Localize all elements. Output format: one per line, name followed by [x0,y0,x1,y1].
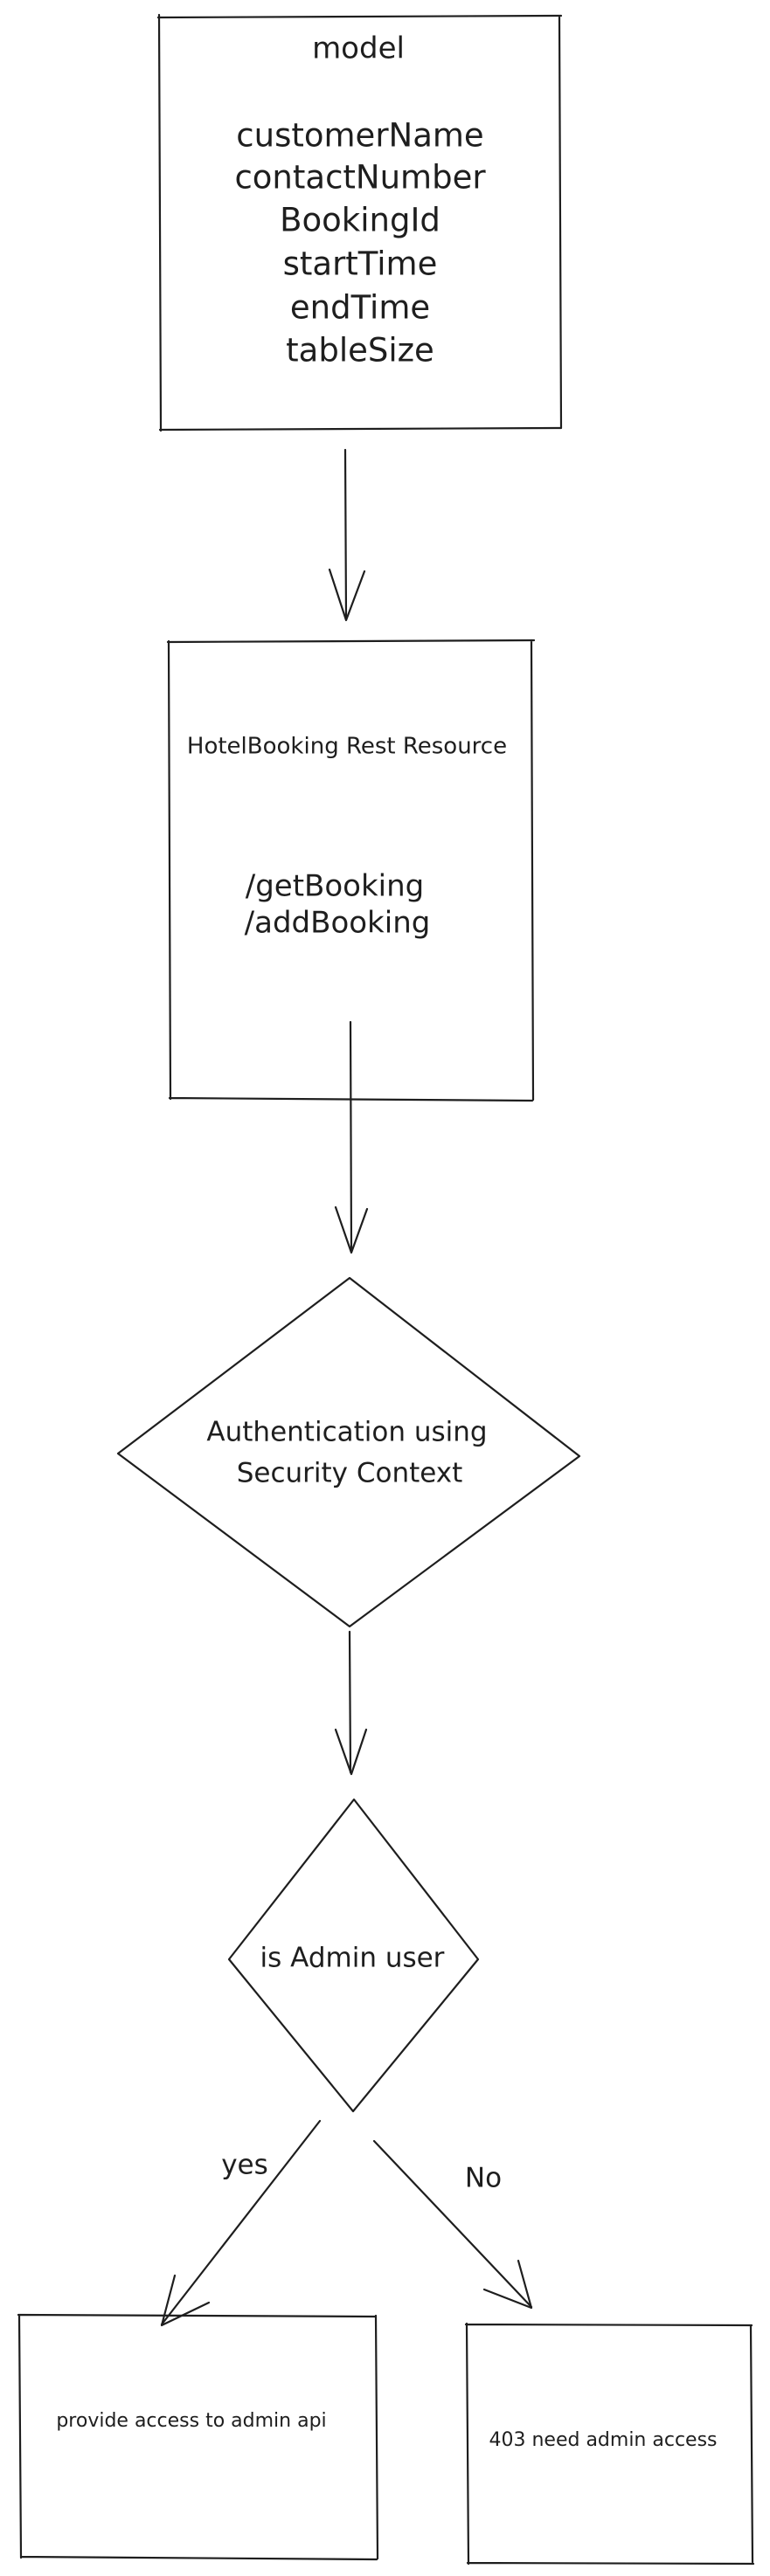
no-edge-label: No [465,2163,502,2194]
admin-decision-diamond[interactable]: is Admin user [227,1798,480,2113]
endpoint-add-booking: /addBooking [245,906,431,941]
auth-decision-line2: Security Context [237,1458,463,1489]
resource-title: HotelBooking Rest Resource [187,734,507,760]
auth-decision-diamond[interactable]: Authentication using Security Context [116,1276,581,1628]
arrow-resource-to-auth [334,1020,369,1254]
arrow-yes-edge: yes [160,2119,322,2327]
auth-decision-line1: Authentication using [206,1417,487,1448]
model-field-start-time: startTime [283,245,438,283]
model-field-booking-id: BookingId [280,202,440,239]
no-result-box[interactable]: 403 need admin access [464,2322,755,2566]
model-field-table-size: tableSize [286,332,434,369]
admin-decision-label: is Admin user [260,1943,445,1974]
no-result-text: 403 need admin access [489,2429,717,2451]
arrow-model-to-resource [328,448,366,622]
model-field-customer-name: customerName [236,117,483,155]
yes-edge-label: yes [221,2150,268,2181]
yes-result-text: provide access to admin api [56,2410,326,2432]
model-box[interactable]: model customerName contactNumber Booking… [156,13,563,432]
model-field-contact-number: contactNumber [234,159,486,197]
resource-box[interactable]: HotelBooking Rest Resource /getBooking /… [166,639,536,1102]
arrow-auth-to-admin [334,1630,368,1776]
arrow-no-edge: No [372,2139,533,2310]
endpoint-get-booking: /getBooking [246,869,424,904]
model-field-end-time: endTime [290,289,430,327]
yes-result-box[interactable]: provide access to admin api [17,2313,379,2561]
model-title: model [312,31,405,66]
